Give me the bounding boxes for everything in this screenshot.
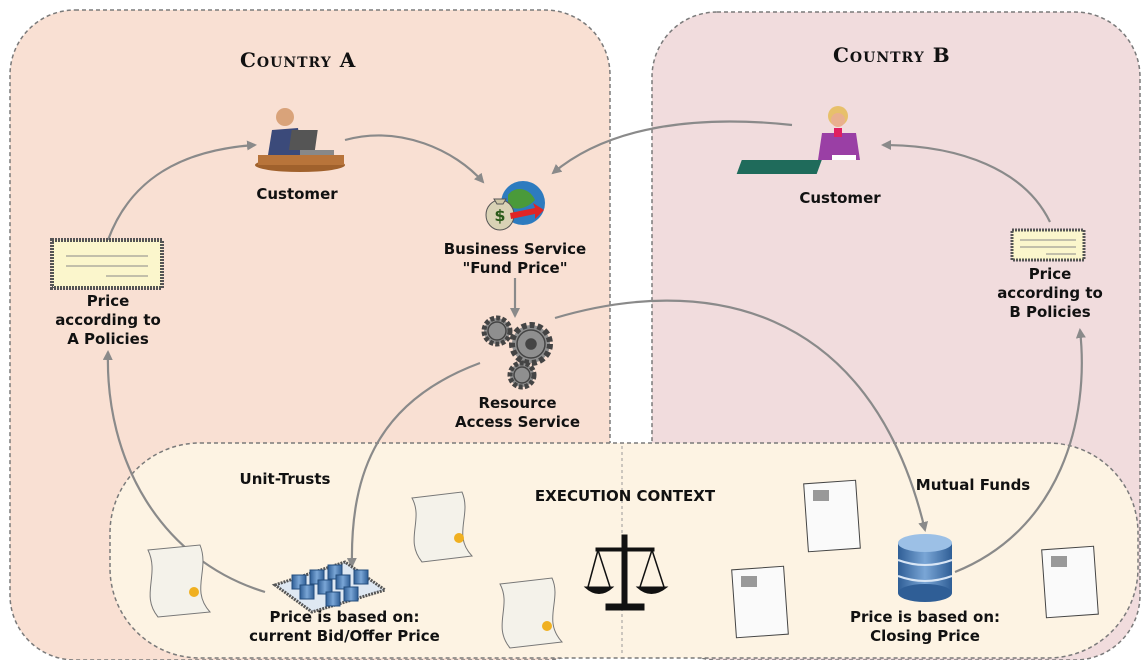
- execution-context-title: EXECUTION CONTEXT: [534, 487, 716, 505]
- arrow-customer-a-to-business: [344, 134, 485, 184]
- cheque-icon-a: [50, 238, 164, 290]
- gears-icon: [481, 315, 553, 390]
- document-icon-1: [803, 479, 861, 553]
- scroll-icon-1: [147, 544, 212, 618]
- customer-a-label: Customer: [256, 185, 338, 203]
- document-icon-2: [731, 565, 789, 639]
- money-globe-icon: $: [485, 181, 545, 231]
- arrow-resource-to-closing: [554, 299, 928, 532]
- resource-access-label: Resource Access Service: [454, 394, 580, 431]
- unit-trusts-label: Unit-Trusts: [239, 470, 331, 488]
- document-icon-3: [1041, 545, 1099, 619]
- man-at-laptop-icon: [255, 108, 345, 172]
- arrow-price-b-to-customer-b: [881, 140, 1051, 223]
- woman-at-desk-icon: [736, 106, 860, 174]
- arrow-resource-to-bid-offer: [346, 361, 481, 568]
- database-cluster-icon: [271, 560, 389, 614]
- cheque-icon-b: [1010, 228, 1086, 262]
- scales-icon: [583, 534, 669, 611]
- svg-text:$: $: [494, 206, 505, 225]
- mutual-funds-label: Mutual Funds: [915, 476, 1031, 494]
- price-closing-label: Price is based on: Closing Price: [849, 608, 1000, 645]
- arrow-closing-to-price-b: [954, 328, 1086, 574]
- arrow-customer-b-to-business: [551, 120, 793, 175]
- customer-b-label: Customer: [799, 189, 881, 207]
- arrow-bid-offer-to-price-a: [102, 350, 266, 594]
- country-b-title: Country B: [833, 43, 951, 67]
- business-service-label: Business Service "Fund Price": [443, 240, 587, 277]
- price-a-label: Price according to A Policies: [55, 292, 161, 348]
- database-icon: [897, 534, 953, 602]
- price-bid-offer-label: Price is based on: current Bid/Offer Pri…: [249, 608, 440, 645]
- scroll-icon-3: [499, 577, 564, 649]
- scroll-icon-2: [411, 491, 474, 563]
- price-b-label: Price according to B Policies: [997, 265, 1103, 321]
- country-a-title: Country A: [240, 48, 357, 72]
- arrow-price-a-to-customer-a: [106, 140, 257, 241]
